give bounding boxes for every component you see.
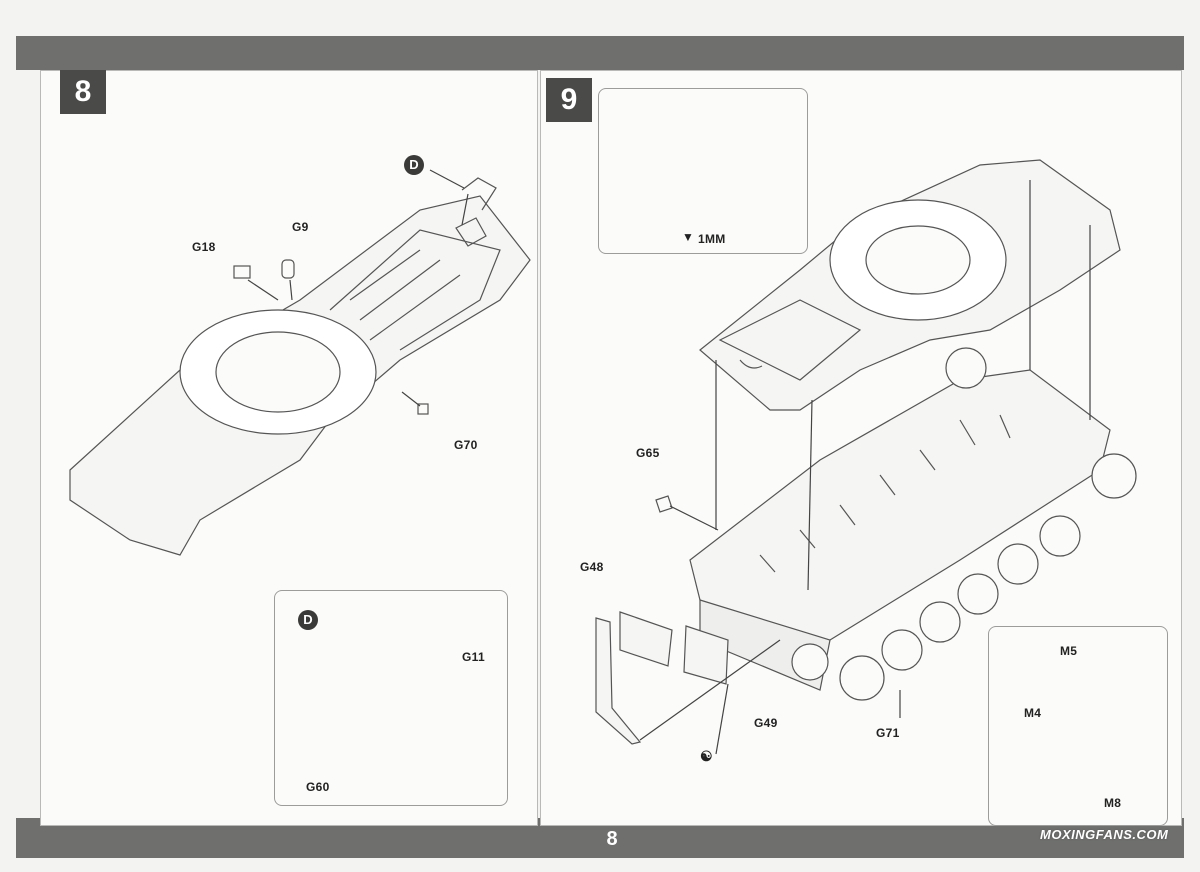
drill-size-label: 1MM [698, 232, 726, 246]
part-label-g48: G48 [580, 560, 604, 574]
part-label-g9: G9 [292, 220, 309, 234]
step-8-badge: 8 [60, 70, 106, 114]
part-label-g70: G70 [454, 438, 478, 452]
part-label-m8: M8 [1104, 796, 1122, 810]
rear-panels [595, 495, 729, 745]
watermark-text: MOXINGFANS.COM [1040, 827, 1169, 842]
road-wheels [791, 347, 1137, 701]
top-gray-band [16, 36, 1184, 70]
part-label-g49: G49 [754, 716, 778, 730]
upper-hull-step8 [69, 177, 531, 556]
drill-icon: ▼ [682, 230, 695, 244]
part-label-g65: G65 [636, 446, 660, 460]
part-label-g11: G11 [462, 650, 485, 664]
m-parts-box [988, 626, 1168, 826]
part-label-m5: M5 [1060, 644, 1078, 658]
d-marker-badge: D [404, 155, 424, 175]
part-label-m4: M4 [1024, 706, 1042, 720]
part-label-g71: G71 [876, 726, 900, 740]
detail-d-badge: D [298, 610, 318, 630]
part-label-g18: G18 [192, 240, 216, 254]
page-number: 8 [606, 828, 618, 850]
drill-detail-box [598, 88, 808, 254]
step-9-badge: 9 [546, 78, 592, 122]
upper-hull-step9 [699, 159, 1121, 411]
glue-symbol-icon: ☯ [700, 748, 713, 764]
part-label-g60: G60 [306, 780, 330, 794]
